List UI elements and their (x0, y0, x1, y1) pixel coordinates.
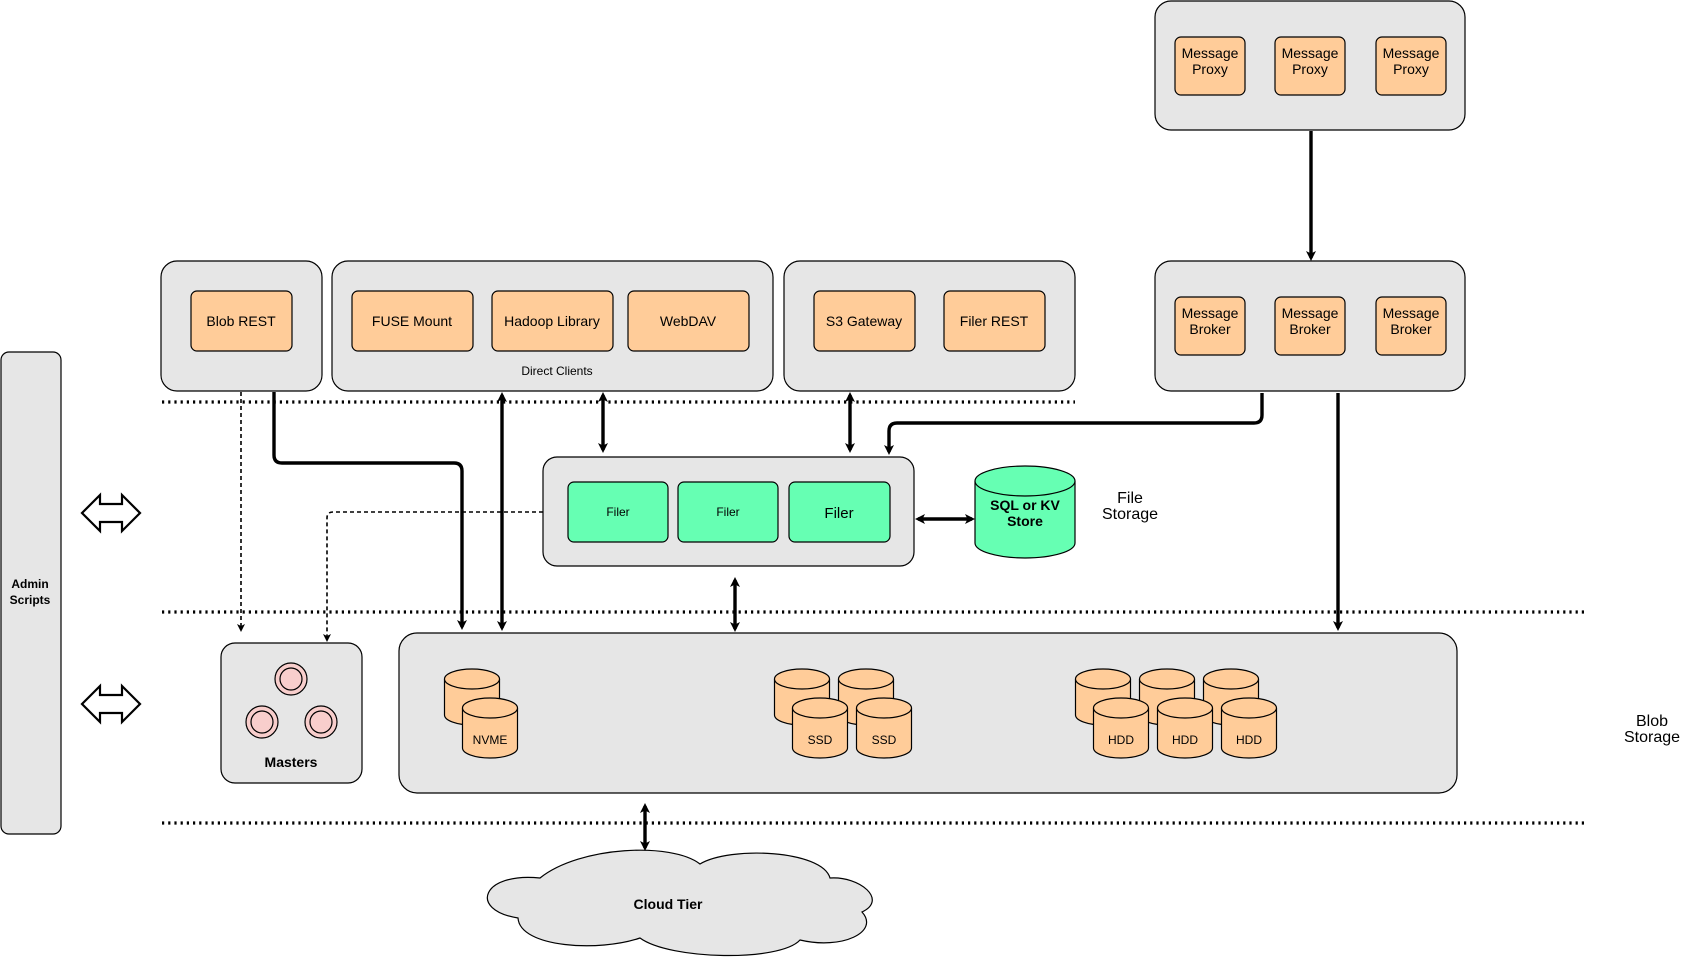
cloud-tier-node[interactable]: Cloud Tier (486, 849, 873, 957)
hollow-double-arrow-icon (80, 492, 142, 534)
volume-servers-group (398, 632, 1458, 794)
broker-to-filer-arrow (884, 393, 1264, 455)
webdav-label: WebDAV (660, 313, 717, 329)
disk-label: SSD (872, 733, 897, 747)
master-node-icon[interactable] (245, 705, 279, 739)
disk-icon[interactable]: SSD (791, 697, 849, 759)
s3-gateway-node[interactable]: S3 Gateway (813, 290, 916, 352)
cloud-tier-label: Cloud Tier (634, 896, 704, 912)
disk-label: HDD (1172, 733, 1198, 747)
hadoop-library-label: Hadoop Library (504, 313, 600, 329)
filer-to-masters-dashed-arrow (323, 511, 543, 642)
filer-node[interactable]: Filer (677, 481, 779, 543)
masters-group: Masters (220, 642, 363, 784)
fuse-mount-node[interactable]: FUSE Mount (351, 290, 474, 352)
disk-icon[interactable]: HDD (1220, 697, 1278, 759)
disk-label: SSD (808, 733, 833, 747)
filer-label: Filer (716, 505, 739, 519)
direct-clients-label: Direct Clients (521, 364, 592, 378)
master-node-icon[interactable] (274, 662, 308, 696)
filer-node[interactable]: Filer (567, 481, 669, 543)
disk-icon[interactable]: HDD (1156, 697, 1214, 759)
blob-rest-to-volume-arrow (272, 392, 467, 630)
hadoop-library-node[interactable]: Hadoop Library (491, 290, 614, 352)
s3-gateway-label: S3 Gateway (826, 313, 902, 329)
disk-icon[interactable]: SSD (855, 697, 913, 759)
disk-label: NVME (473, 733, 508, 747)
gateway-group: S3 Gateway Filer REST (783, 260, 1076, 392)
filer-rest-node[interactable]: Filer REST (943, 290, 1046, 352)
direct-clients-group: FUSE Mount Hadoop Library WebDAV Direct … (331, 260, 774, 392)
masters-label: Masters (265, 754, 318, 770)
webdav-node[interactable]: WebDAV (627, 290, 750, 352)
blob-rest-node[interactable]: Blob REST (190, 290, 293, 352)
master-node-icon[interactable] (304, 705, 338, 739)
blob-rest-label: Blob REST (206, 313, 276, 329)
hollow-double-arrow-icon (80, 683, 142, 725)
filer-label: Filer (606, 505, 629, 519)
disk-icon[interactable]: NVME (461, 697, 519, 759)
filer-group: Filer Filer Filer (542, 456, 915, 567)
disk-set: NVME SSD SSD HDD HDD HDD (443, 668, 1278, 759)
disk-icon[interactable]: HDD (1092, 697, 1150, 759)
filer-rest-label: Filer REST (960, 313, 1029, 329)
disk-label: HDD (1236, 733, 1262, 747)
fuse-mount-label: FUSE Mount (372, 313, 452, 329)
disk-label: HDD (1108, 733, 1134, 747)
filer-node[interactable]: Filer (788, 481, 891, 543)
filer-label: Filer (824, 505, 853, 522)
blob-rest-group: Blob REST (160, 260, 323, 392)
